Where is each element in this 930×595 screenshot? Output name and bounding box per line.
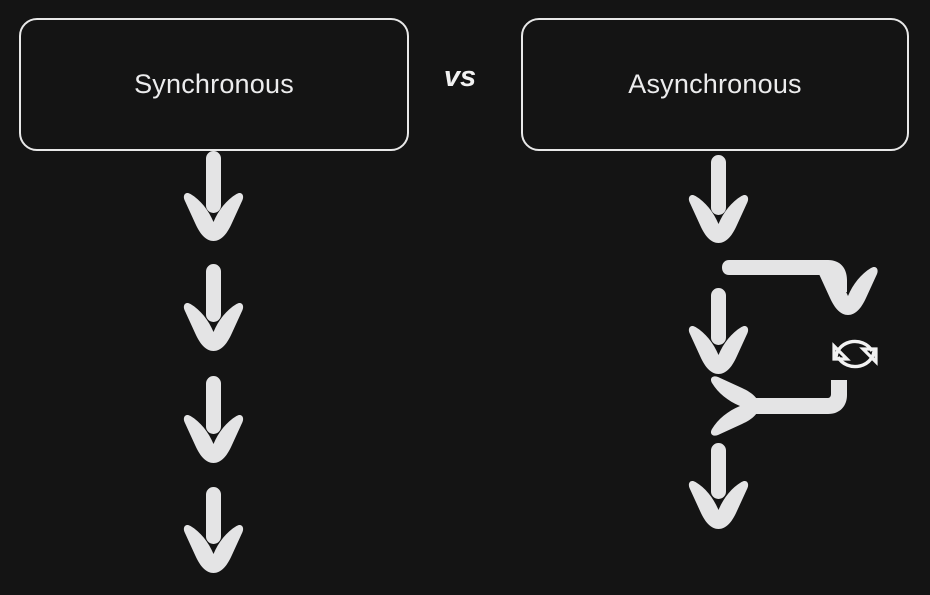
loop-arrowhead-right [859,347,878,366]
async-arrow-3 [688,443,749,529]
async-arrow-2 [688,288,749,374]
sync-arrow-4 [183,487,244,573]
loop-icon-container [826,329,884,379]
loop-arrowhead-left [832,342,851,361]
async-arrow-1 [688,155,749,243]
node-label-asynchronous: Asynchronous [628,69,802,99]
async-branch-out-arrow [722,260,878,315]
sync-arrow-chain [183,151,244,573]
node-box-synchronous[interactable]: Synchronous [19,18,409,151]
versus-separator-label: vs [443,61,477,93]
refresh-loop-icon [832,339,878,369]
node-box-asynchronous[interactable]: Asynchronous [521,18,909,151]
sync-arrow-2 [183,264,244,351]
sync-arrow-3 [183,376,244,463]
node-label-synchronous: Synchronous [134,69,294,99]
sync-arrow-1 [183,151,244,241]
async-branch-return-arrow [710,376,847,436]
